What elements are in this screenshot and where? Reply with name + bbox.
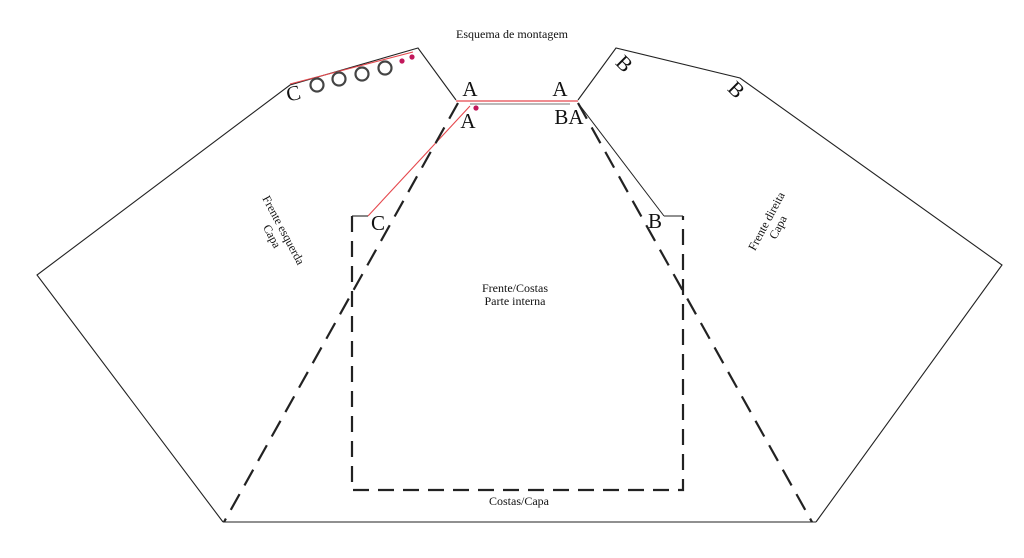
marker-b-right-1: B <box>611 50 638 77</box>
back-piece-label: Costas/Capa <box>489 494 550 508</box>
diagonal-seam <box>367 105 471 217</box>
left-front-outline <box>36 47 457 523</box>
button-dot <box>409 54 415 60</box>
marker-c-neck: C <box>284 80 303 107</box>
buttonhole <box>354 66 370 82</box>
inner-piece-label-line1: Frente/Costas <box>482 281 548 295</box>
marker-a-left: A <box>462 77 478 101</box>
right-dashed-diagonal <box>577 102 813 523</box>
buttonhole <box>377 60 393 76</box>
marker-a-lower: A <box>460 109 476 133</box>
marker-ba: BA <box>554 105 584 129</box>
buttons <box>399 54 479 111</box>
button-dot <box>399 58 405 64</box>
right-front-outline <box>577 47 1003 523</box>
buttonhole <box>309 77 325 93</box>
left-dashed-diagonal <box>223 102 459 523</box>
right-front-label: Frente direita Capa <box>745 189 790 253</box>
marker-b-inner: B <box>648 209 662 233</box>
front-edge-seam <box>289 51 414 85</box>
marker-a-right: A <box>552 77 568 101</box>
inner-piece-right-shoulder <box>577 102 665 217</box>
button-dot <box>473 105 479 111</box>
inner-piece-outline <box>350 216 685 492</box>
buttonholes <box>309 60 393 93</box>
marker-b-right-2: B <box>723 76 750 103</box>
inner-piece-label-line2: Parte interna <box>485 294 547 308</box>
diagram-title: Esquema de montagem <box>456 27 569 41</box>
buttonhole <box>331 71 347 87</box>
marker-c-inner: C <box>371 211 385 235</box>
left-front-label: Frente esquerda Capa <box>259 193 307 268</box>
